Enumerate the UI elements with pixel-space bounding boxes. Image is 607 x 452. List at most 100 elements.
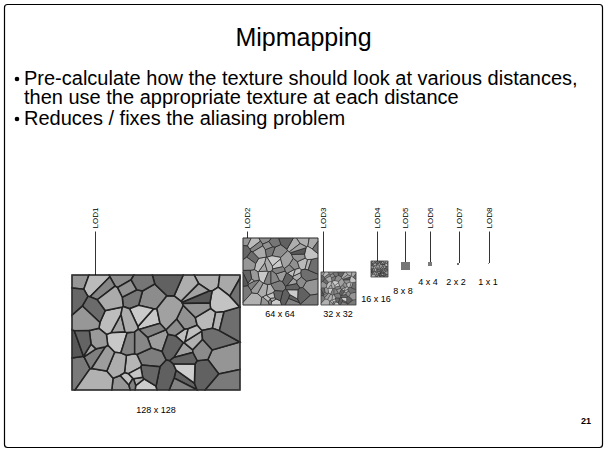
size-label: 128 x 128	[136, 405, 176, 415]
leader-line	[95, 232, 96, 276]
stone-cell	[377, 261, 380, 263]
page-number: 21	[581, 416, 591, 426]
stone-cell	[243, 257, 256, 270]
stone-cell	[300, 294, 318, 305]
stone-cell	[348, 300, 356, 305]
stone-cell	[344, 280, 350, 284]
texture-level	[428, 262, 432, 266]
slide-title: Mipmapping	[0, 22, 607, 52]
texture-level	[72, 275, 240, 390]
stone-cell	[335, 298, 339, 303]
stone-cell	[381, 272, 384, 273]
stone-cell	[131, 275, 155, 291]
texture-ground	[72, 275, 240, 390]
texture-level	[371, 261, 388, 277]
stone-cell	[371, 266, 374, 269]
size-label: 16 x 16	[361, 294, 391, 304]
leader-line	[430, 232, 431, 263]
stone-cell	[286, 284, 300, 290]
stone-cell	[373, 263, 376, 266]
stone-cell	[271, 271, 279, 284]
stone-cell	[89, 328, 107, 349]
stone-cell	[321, 288, 325, 294]
stone-cell	[185, 325, 202, 341]
stone-cell	[376, 274, 378, 275]
stone-cell	[333, 302, 334, 305]
texture-ground	[243, 238, 318, 305]
texture-level	[488, 263, 489, 264]
leader-lines	[96, 232, 490, 276]
texture-ground	[371, 261, 388, 277]
texture-level	[457, 263, 459, 265]
stone-cell	[292, 254, 306, 261]
slide-border	[5, 5, 603, 448]
size-label: 8 x 8	[393, 286, 413, 296]
texture-tiny	[428, 262, 432, 266]
size-label: 4 x 4	[418, 277, 438, 287]
stone-cell	[333, 272, 339, 276]
stone-cell	[386, 266, 388, 270]
size-label: 64 x 64	[265, 309, 295, 319]
texture-tiny	[488, 263, 489, 264]
stone-cell	[334, 288, 338, 294]
stone-cell	[269, 238, 281, 247]
leader-line	[377, 232, 378, 262]
lod-label: LOD2	[243, 208, 252, 229]
texture-level	[401, 262, 410, 270]
leader-line	[323, 232, 324, 273]
texture-level	[321, 272, 356, 305]
texture-edge	[321, 272, 356, 305]
bullet-text: Reduces / fixes the aliasing problem	[24, 109, 584, 128]
mipmap-levels	[72, 238, 489, 390]
texture-ground	[321, 272, 356, 305]
lod-label: LOD8	[485, 208, 494, 229]
stone-cell	[312, 241, 318, 253]
lod-label: LOD7	[455, 208, 464, 229]
stone-cell	[331, 288, 335, 294]
stone-cell	[97, 286, 123, 310]
lod-label: LOD1	[91, 208, 100, 229]
stone-cell	[274, 291, 283, 301]
stone-cell	[372, 261, 375, 264]
stone-cell	[293, 268, 301, 276]
texture-tiny	[401, 262, 410, 270]
stone-cell	[243, 246, 251, 260]
leader-line	[405, 232, 406, 263]
stone-cell	[135, 329, 152, 354]
bullet-text: Pre-calculate how the texture should loo…	[24, 69, 584, 107]
texture-tiny	[457, 263, 459, 265]
stone-cell	[341, 297, 346, 301]
bullet-dot	[15, 77, 20, 82]
stone-cell	[141, 365, 160, 386]
size-label: 2 x 2	[446, 277, 466, 287]
stone-cell	[253, 246, 267, 258]
stone-cell	[376, 269, 378, 272]
stone-cell	[265, 257, 273, 271]
stone-cell	[129, 367, 143, 379]
stone-cell	[321, 276, 325, 283]
leader-line	[489, 232, 490, 264]
stone-cell	[353, 274, 356, 280]
stone-cell	[267, 293, 275, 299]
stone-cell	[129, 378, 136, 390]
stone-cell	[121, 332, 135, 355]
stone-cell	[230, 278, 240, 307]
size-label: 32 x 32	[323, 309, 353, 319]
lod-label: LOD5	[401, 208, 410, 229]
stone-cell	[74, 330, 91, 356]
stone-cell	[381, 262, 385, 264]
stone-cell	[205, 370, 240, 390]
texture-edge	[72, 275, 240, 390]
stone-cell	[72, 288, 88, 315]
stone-cell	[325, 276, 332, 282]
leader-line	[459, 232, 460, 264]
stone-cell	[243, 270, 252, 283]
stone-cell	[381, 273, 384, 275]
stone-cell	[170, 353, 197, 365]
stone-cell	[251, 280, 263, 293]
stone-cell	[287, 290, 298, 299]
bullet-dot	[15, 117, 20, 122]
stone-cell	[339, 289, 344, 295]
bullet-marks	[15, 77, 20, 122]
